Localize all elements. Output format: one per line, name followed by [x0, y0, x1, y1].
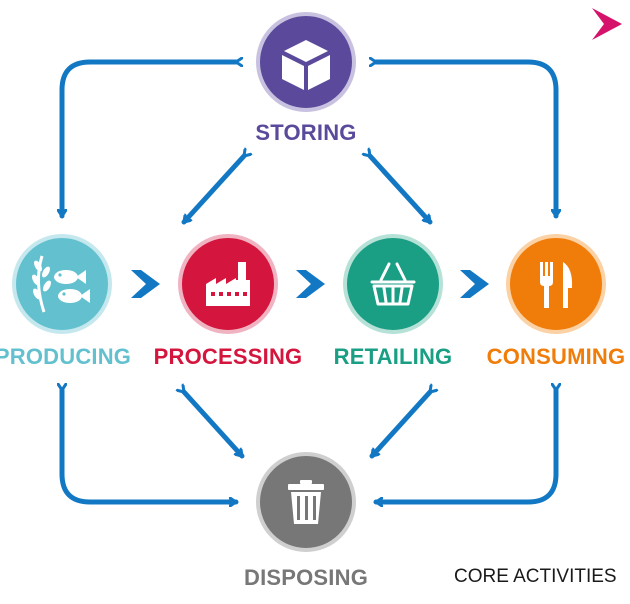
label-disposing: DISPOSING [243, 565, 369, 590]
chevron-retailing-consuming [460, 270, 489, 298]
disposing-node [256, 452, 356, 552]
arrow-storing-retailing [370, 156, 433, 225]
box-icon [282, 40, 330, 90]
processing-node [178, 234, 278, 334]
fish-grain-icon [32, 255, 90, 313]
chevron-producing-processing [131, 270, 160, 298]
label-retailing: RETAILING [333, 344, 453, 369]
factory-icon [206, 262, 250, 306]
consuming-node [506, 234, 606, 334]
basket-icon [370, 262, 416, 306]
label-producing: PRODUCING [0, 344, 132, 369]
arrow-producing-disposing [62, 390, 239, 502]
trash-can-icon [288, 480, 324, 524]
fork-knife-icon [540, 262, 573, 308]
producing-node [12, 234, 112, 334]
chevron-processing-retailing [296, 270, 325, 298]
chevron-right-icon [592, 8, 622, 40]
arrow-storing-producing [62, 62, 236, 219]
label-consuming: CONSUMING [486, 344, 626, 369]
arrow-processing-disposing [184, 392, 245, 459]
arrow-retailing-disposing [369, 392, 430, 459]
retailing-node [343, 234, 443, 334]
arrow-storing-processing [181, 156, 244, 225]
storing-node [256, 12, 356, 112]
label-storing: STORING [255, 120, 357, 145]
label-processing: PROCESSING [153, 344, 303, 369]
diagram-title: CORE ACTIVITIES [454, 566, 617, 587]
arrow-consuming-disposing [373, 390, 556, 502]
arrow-storing-consuming [376, 62, 556, 219]
